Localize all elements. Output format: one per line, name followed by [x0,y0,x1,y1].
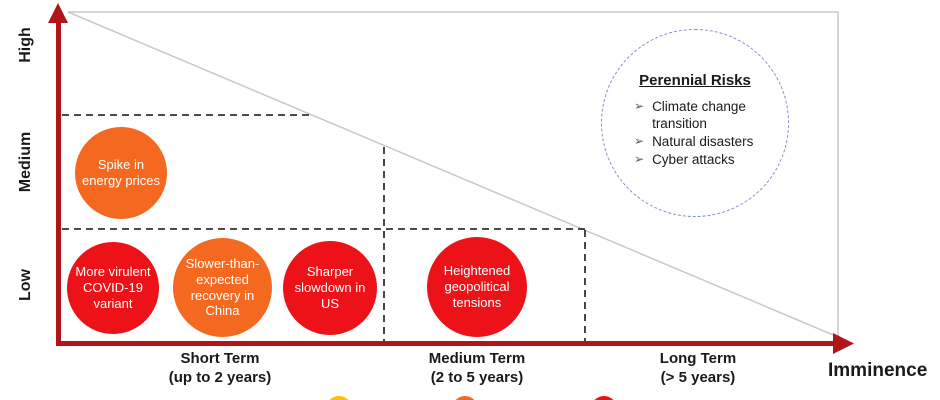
arrow-bullet-icon: ➢ [634,99,645,113]
y-axis-arrowhead [48,3,68,23]
perennial-risks-circle: Perennial Risks ➢ Climate change transit… [601,29,789,217]
risk-bubble-slower-recovery-china: Slower-than-expected recovery in China [173,238,272,337]
term-line2: (2 to 5 years) [430,369,524,386]
y-axis-label-medium: Medium [17,131,34,193]
arrow-bullet-icon: ➢ [634,152,645,166]
x-axis-label-short-term: Short Term (up to 2 years) [115,349,325,387]
term-line2: (up to 2 years) [168,369,272,386]
x-axis-label-medium-term: Medium Term (2 to 5 years) [372,349,582,387]
perennial-item-label: Climate change transition [652,99,746,131]
y-axis-label-high: High [17,27,34,63]
list-item: ➢ Natural disasters [634,133,788,150]
risk-bubble-label: Spike in energy prices [81,157,161,188]
plot-border [68,11,839,339]
perennial-risks-list: ➢ Climate change transition ➢ Natural di… [634,98,788,168]
perennial-item-label: Cyber attacks [652,152,735,167]
term-line1: Short Term [180,350,260,367]
x-axis-title: Imminence [828,360,928,381]
diagonal-line [67,11,839,338]
x-axis-label-long-term: Long Term (> 5 years) [593,349,803,387]
perennial-item-label: Natural disasters [652,134,754,149]
risk-bubble-label: Sharper slowdown in US [294,264,366,311]
risk-bubble-sharper-slowdown-us: Sharper slowdown in US [283,241,377,335]
perennial-risks-title: Perennial Risks [639,72,751,89]
y-axis-label-low: Low [17,269,34,301]
arrow-bullet-icon: ➢ [634,134,645,148]
term-line1: Long Term [659,350,737,367]
risk-bubble-more-virulent-covid-variant: More virulent COVID-19 variant [67,242,159,334]
risk-bubble-label: More virulent COVID-19 variant [75,264,151,311]
legend-dot-yellow [326,396,352,400]
list-item: ➢ Cyber attacks [634,151,788,168]
legend-dot-red [591,396,617,400]
term-line2: (> 5 years) [660,369,736,386]
risk-bubble-label: Slower-than-expected recovery in China [185,255,260,319]
risk-bubble-label: Heightened geopolitical tensions [443,263,511,310]
risk-bubble-spike-in-energy-prices: Spike in energy prices [75,127,167,219]
term-line1: Medium Term [428,350,526,367]
list-item: ➢ Climate change transition [634,98,788,132]
risk-bubble-heightened-geopolitical-tensions: Heightened geopolitical tensions [427,237,527,337]
x-axis-arrowhead [833,333,854,354]
legend-dot-orange [452,396,478,400]
